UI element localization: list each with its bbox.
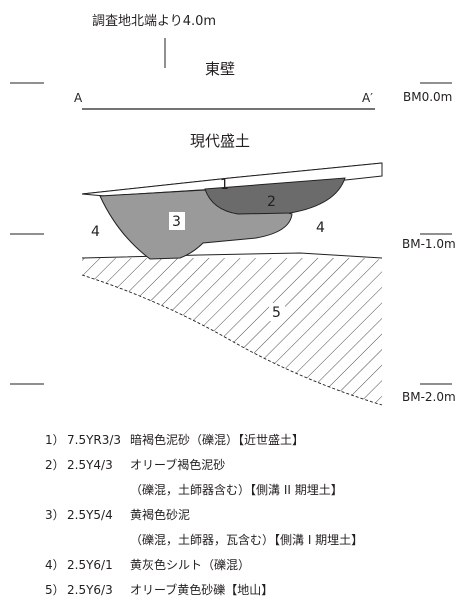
legend-description: 黄褐色砂泥 bbox=[130, 508, 191, 522]
legend-munsell: 7.5YR3/3 bbox=[67, 433, 122, 447]
legend-munsell: 2.5Y5/4 bbox=[67, 508, 113, 522]
legend-description: オリーブ黄色砂礫【地山】 bbox=[130, 583, 274, 597]
legend-number: 1） bbox=[45, 433, 65, 447]
legend-number: 3） bbox=[45, 508, 65, 522]
layer-1-label: 1 bbox=[220, 177, 229, 193]
layer-5-hatch bbox=[82, 258, 382, 405]
wall-name: 東壁 bbox=[205, 60, 235, 78]
layer-3-label: 3 bbox=[172, 214, 181, 230]
layer-3-label-bg bbox=[169, 212, 185, 230]
elevation-bm0: BM0.0m bbox=[403, 90, 452, 104]
legend-description: 黄灰色シルト（礫混） bbox=[130, 558, 251, 572]
layer-5-boundary bbox=[81, 274, 383, 406]
legend-number: 2） bbox=[45, 458, 65, 472]
legend-munsell: 2.5Y6/1 bbox=[67, 558, 113, 572]
legend-continuation: （礫混，土師器，瓦含む）【側溝 I 期埋土】 bbox=[130, 533, 364, 547]
layer-5-label: 5 bbox=[272, 305, 281, 321]
layer-2-shape bbox=[204, 177, 346, 215]
legend-munsell: 2.5Y6/3 bbox=[67, 583, 113, 597]
layer-4-label-right: 4 bbox=[316, 220, 325, 236]
elevation-bm-minus2: BM-2.0m bbox=[402, 390, 456, 404]
reference-note: 調査地北端より4.0m bbox=[92, 14, 216, 29]
legend-munsell: 2.5Y4/3 bbox=[67, 458, 113, 472]
legend-description: オリーブ褐色泥砂 bbox=[130, 458, 226, 472]
topsoil-label: 現代盛土 bbox=[190, 132, 250, 150]
legend-number: 4） bbox=[45, 558, 65, 572]
legend-description: 暗褐色泥砂（礫混）【近世盛土】 bbox=[130, 433, 305, 447]
section-right-label: A′ bbox=[362, 91, 373, 105]
layer-5-label-bg bbox=[269, 303, 285, 321]
section-left-label: A bbox=[74, 91, 83, 105]
layer-4-base bbox=[81, 252, 383, 259]
legend-number: 5） bbox=[45, 583, 65, 597]
legend-continuation: （礫混，土師器含む）【側溝 II 期埋土】 bbox=[130, 483, 343, 497]
elevation-bm-minus1: BM-1.0m bbox=[402, 237, 456, 251]
layer-4-label-left: 4 bbox=[91, 224, 100, 240]
layer-2-label: 2 bbox=[267, 194, 276, 210]
